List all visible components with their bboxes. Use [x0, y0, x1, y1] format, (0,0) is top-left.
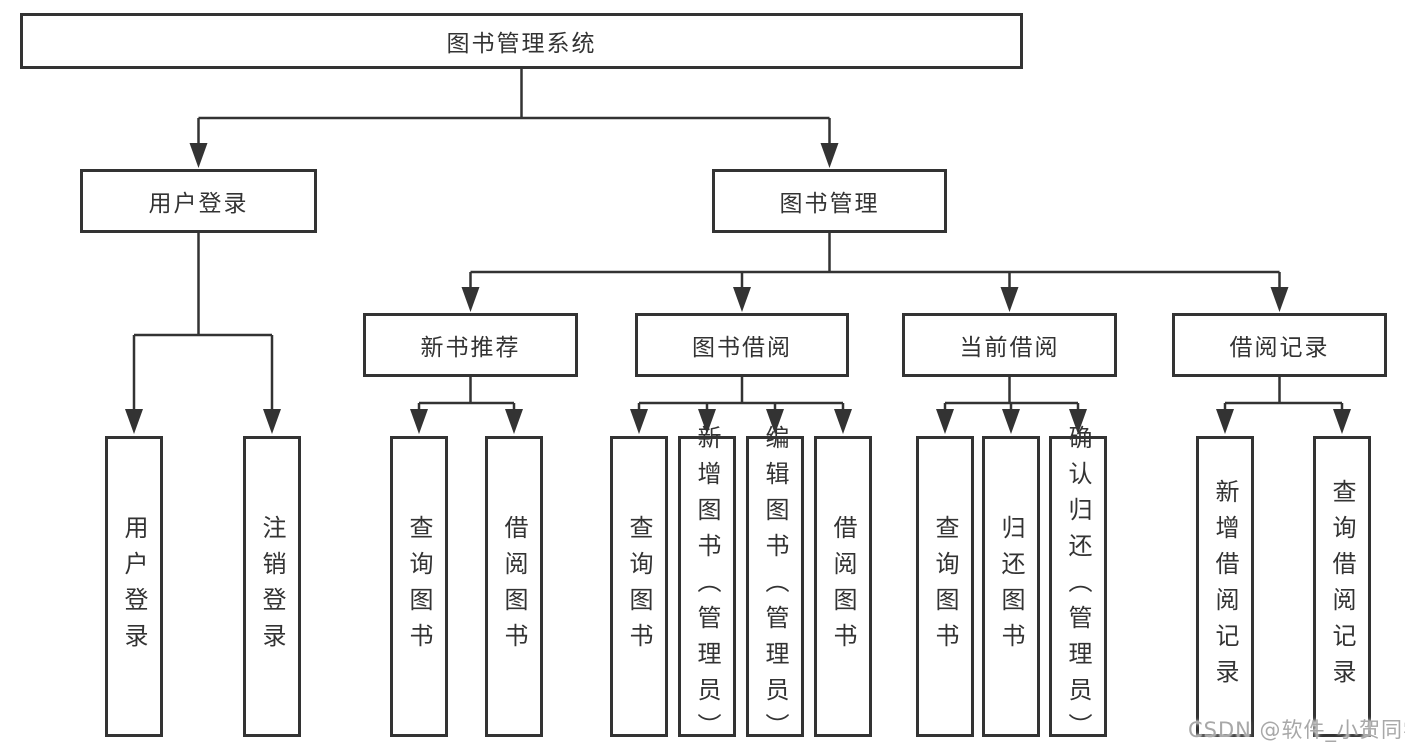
node-label: 查询图书 — [625, 514, 653, 659]
node-new-book-recommend: 新书推荐 — [363, 313, 578, 377]
leaf-user-login: 用户登录 — [105, 436, 163, 737]
arrow-down-icon — [263, 409, 281, 434]
node-label: 图书管理 — [779, 191, 880, 217]
node-borrow-record: 借阅记录 — [1172, 313, 1387, 377]
node-label: 查询图书 — [405, 514, 433, 659]
leaf-borrow-borrow-book: 借阅图书 — [814, 436, 872, 737]
arrow-down-icon — [189, 143, 208, 168]
leaf-borrow-edit-book-admin: 编辑图书（管理员） — [746, 425, 804, 747]
connector-current-borrow-lines — [943, 377, 1080, 411]
arrow-down-icon — [410, 409, 428, 434]
leaf-current-query-book: 查询图书 — [916, 436, 974, 737]
arrow-down-icon — [125, 409, 143, 434]
connector-management-lines — [469, 233, 1281, 289]
node-label: 用户登录 — [148, 191, 249, 217]
arrow-down-icon — [461, 287, 480, 312]
node-label: 归还图书 — [997, 514, 1025, 659]
leaf-record-query-record: 查询借阅记录 — [1313, 436, 1371, 737]
node-label: 注销登录 — [258, 514, 286, 659]
arrow-down-icon — [505, 409, 523, 434]
arrow-down-icon — [1000, 287, 1019, 312]
connector-book-borrow — [630, 377, 852, 434]
leaf-borrow-query-book: 查询图书 — [610, 436, 668, 737]
csdn-watermark: CSDN @软件_小贺同学 — [1188, 718, 1405, 742]
node-book-management: 图书管理 — [712, 169, 947, 233]
node-label: 确认归还（管理员） — [1064, 424, 1092, 747]
arrow-down-icon — [1002, 409, 1020, 434]
node-label: 新增图书（管理员） — [693, 424, 721, 747]
leaf-newrec-query-book: 查询图书 — [390, 436, 448, 737]
connector-new-book — [410, 377, 523, 434]
node-user-login: 用户登录 — [80, 169, 317, 233]
connector-management — [461, 233, 1289, 312]
arrow-down-icon — [698, 409, 716, 434]
connector-borrow-record-lines — [1223, 377, 1344, 411]
leaf-newrec-borrow-book: 借阅图书 — [485, 436, 543, 737]
arrow-down-icon — [834, 409, 852, 434]
arrow-down-icon — [1333, 409, 1351, 434]
node-label: 借阅图书 — [829, 514, 857, 659]
node-label: 新书推荐 — [420, 335, 521, 361]
node-label: 新增借阅记录 — [1211, 478, 1239, 695]
connector-borrow-record — [1216, 377, 1351, 434]
leaf-record-add-record: 新增借阅记录 — [1196, 436, 1254, 737]
arrow-down-icon — [630, 409, 648, 434]
node-label: 借阅图书 — [500, 514, 528, 659]
arrow-down-icon — [1216, 409, 1234, 434]
leaf-current-return-book: 归还图书 — [982, 436, 1040, 737]
leaf-current-confirm-return-admin: 确认归还（管理员） — [1049, 425, 1107, 747]
arrow-down-icon — [766, 409, 784, 434]
arrow-down-icon — [733, 287, 751, 312]
node-label: 当前借阅 — [959, 335, 1060, 361]
connector-root — [189, 69, 839, 168]
node-label: 借阅记录 — [1229, 335, 1330, 361]
node-label: 用户登录 — [120, 514, 148, 659]
node-label: 查询借阅记录 — [1328, 478, 1356, 695]
node-label: 查询图书 — [931, 514, 959, 659]
arrow-down-icon — [1069, 409, 1087, 434]
connector-root-lines — [197, 69, 831, 145]
node-book-borrow: 图书借阅 — [635, 313, 849, 377]
node-label: 图书管理系统 — [446, 31, 597, 57]
connector-login — [125, 233, 281, 434]
connector-current-borrow — [936, 377, 1087, 434]
arrow-down-icon — [820, 143, 839, 168]
leaf-borrow-add-book-admin: 新增图书（管理员） — [678, 425, 736, 747]
node-current-borrow: 当前借阅 — [902, 313, 1117, 377]
connector-login-lines — [132, 233, 274, 411]
arrow-down-icon — [1270, 287, 1289, 312]
connector-book-borrow-lines — [637, 377, 845, 411]
node-root: 图书管理系统 — [20, 13, 1023, 69]
node-label: 编辑图书（管理员） — [761, 424, 789, 747]
connector-new-book-lines — [417, 377, 516, 411]
leaf-logout: 注销登录 — [243, 436, 301, 737]
node-label: 图书借阅 — [692, 335, 792, 361]
arrow-down-icon — [936, 409, 954, 434]
